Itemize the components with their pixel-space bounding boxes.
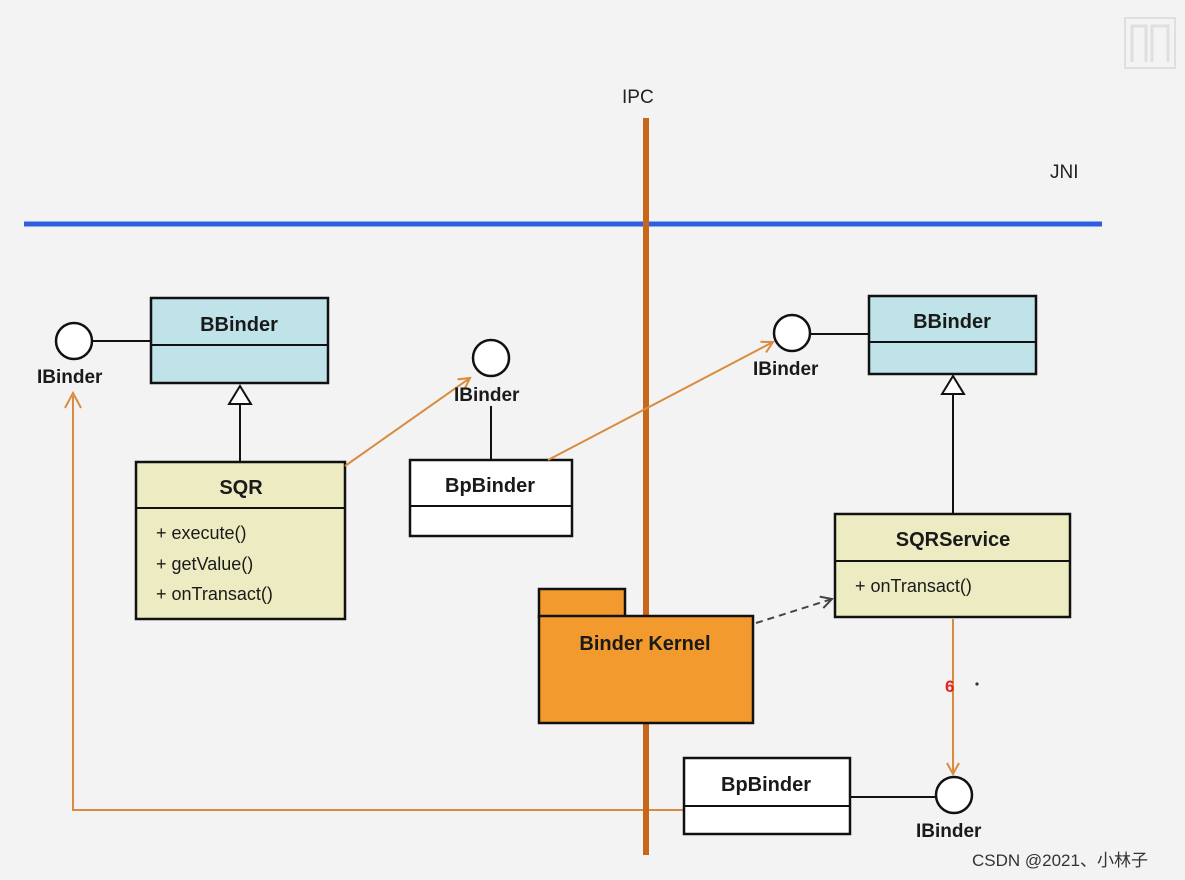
logo-corner-icon: [1124, 17, 1176, 69]
return-arrowhead-icon: [64, 390, 82, 409]
return-path-line: [72, 396, 684, 811]
bpbinder-mid-class: BpBinder: [408, 458, 574, 538]
svg-text:Binder Kernel: Binder Kernel: [579, 633, 710, 655]
bpbinder-bottom-class: BpBinder: [682, 756, 852, 836]
sqrservice-method: + onTransact(): [855, 576, 972, 596]
bbinder-left-class: BBinder: [149, 296, 330, 385]
ibinder-mid-label: IBinder: [454, 385, 520, 406]
ibinder-right-circle: [772, 313, 812, 353]
ibinder-left-circle: [54, 321, 94, 361]
sqr-method: + execute(): [156, 523, 247, 543]
kernel-dependency-arrow: [755, 599, 832, 624]
sqr-method: + onTransact(): [156, 584, 273, 604]
watermark-text: CSDN @2021、小林子: [972, 851, 1148, 870]
ibinder-mid-circle: [471, 338, 511, 378]
svg-text:SQRService: SQRService: [896, 529, 1011, 551]
bbinder-right-class: BBinder: [867, 294, 1038, 376]
inheritance-triangle-left-icon: [227, 384, 253, 405]
sqr-method: + getValue(): [156, 554, 253, 574]
sqr-class: SQR + execute() + getValue() + onTransac…: [134, 460, 347, 621]
jni-label: JNI: [1050, 162, 1079, 183]
step-marker: 6: [945, 677, 954, 696]
sqrservice-class: SQRService + onTransact(): [833, 512, 1072, 619]
svg-text:BBinder: BBinder: [913, 311, 991, 333]
svg-text:SQR: SQR: [219, 477, 263, 499]
ibinder-bottom-label: IBinder: [916, 821, 982, 842]
ibinder-bottom-circle: [934, 775, 974, 815]
bpbinder-to-ibinder-arrow: [547, 342, 773, 461]
ibinder-right-label: IBinder: [753, 359, 819, 380]
ipc-label: IPC: [622, 87, 654, 108]
ibinder-left-label: IBinder: [37, 367, 103, 388]
svg-text:BpBinder: BpBinder: [721, 774, 811, 796]
svg-text:BpBinder: BpBinder: [445, 475, 535, 497]
binder-kernel-package: Binder Kernel: [537, 587, 755, 725]
sqr-to-ibinder-arrow: [344, 378, 470, 467]
inheritance-triangle-right-icon: [940, 374, 966, 395]
svg-text:BBinder: BBinder: [200, 314, 278, 336]
